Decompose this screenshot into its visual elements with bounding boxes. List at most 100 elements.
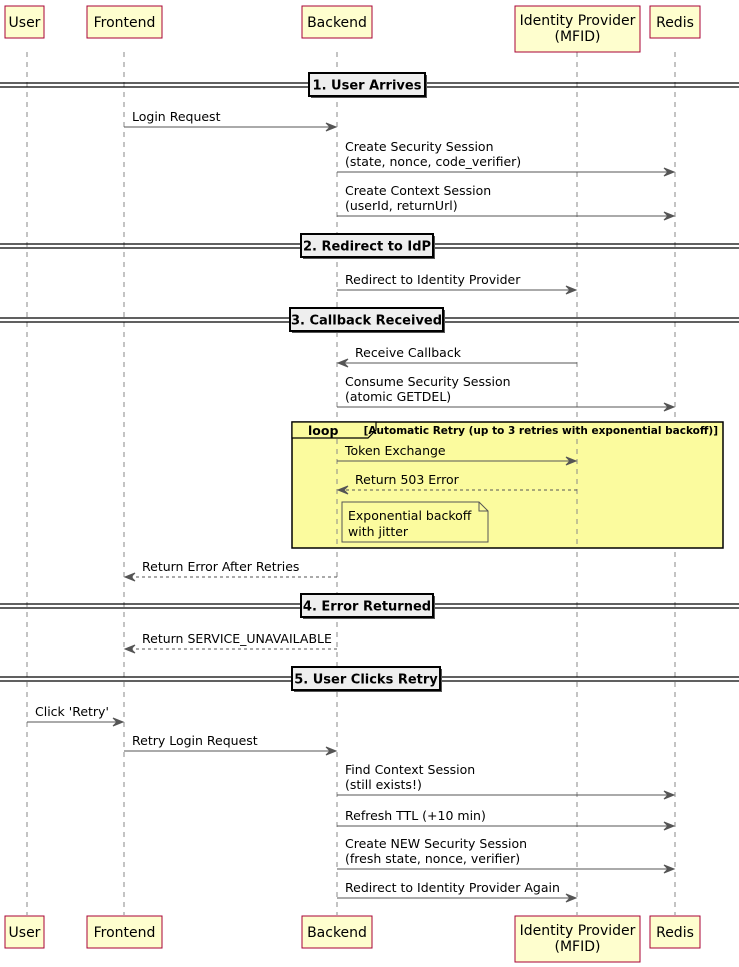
message-1: Login Request <box>124 109 338 132</box>
arrow-head-icon <box>565 285 578 295</box>
loop-keyword: loop <box>308 423 338 438</box>
participant-box <box>649 5 701 39</box>
participant-box <box>4 5 45 39</box>
divider-box <box>308 72 426 97</box>
message-label: (atomic GETDEL) <box>345 389 451 404</box>
section-divider-3: 3. Callback Received <box>0 307 739 333</box>
message-13: Find Context Session(still exists!) <box>337 762 676 800</box>
message-label: Login Request <box>132 109 221 124</box>
arrow-head-icon <box>336 358 349 368</box>
lifelines-over-loop <box>336 439 578 547</box>
participant-label: (MFID) <box>555 29 601 45</box>
participant-label: User <box>9 15 41 31</box>
participant-box <box>301 915 373 949</box>
participant-redis-bottom: Redis <box>649 915 701 949</box>
participant-user-top: User <box>4 5 45 39</box>
message-11: Click 'Retry' <box>27 704 125 727</box>
arrow-head-icon <box>663 864 676 874</box>
message-label: Create NEW Security Session <box>345 836 527 851</box>
participant-label: Redis <box>656 15 694 31</box>
participant-redis-top: Redis <box>649 5 701 39</box>
message-2: Create Security Session(state, nonce, co… <box>337 139 676 177</box>
participant-box <box>514 915 641 963</box>
message-4: Redirect to Identity Provider <box>337 272 578 295</box>
message-label: Token Exchange <box>344 443 446 458</box>
note-fold <box>478 502 488 512</box>
note-box <box>341 501 489 543</box>
arrow-head-icon <box>123 644 136 654</box>
message-label: Create Context Session <box>345 183 491 198</box>
loop-condition: [Automatic Retry (up to 3 retries with e… <box>364 425 718 437</box>
message-label: Redirect to Identity Provider <box>345 272 521 287</box>
arrow-head-icon <box>663 790 676 800</box>
message-label: Receive Callback <box>355 345 462 360</box>
message-9: Return Error After Retries <box>123 559 337 582</box>
participant-label: User <box>9 925 41 941</box>
message-label: (fresh state, nonce, verifier) <box>345 851 520 866</box>
participant-box <box>649 915 701 949</box>
participant-box <box>514 5 641 53</box>
divider-box <box>300 233 434 258</box>
message-label: Find Context Session <box>345 762 475 777</box>
participant-box <box>86 915 163 949</box>
message-label: Click 'Retry' <box>35 704 109 719</box>
message-7: Token Exchange <box>337 443 578 466</box>
participant-box <box>4 915 45 949</box>
message-14: Refresh TTL (+10 min) <box>337 808 676 831</box>
participant-idp-bottom: Identity Provider(MFID) <box>514 915 641 963</box>
participant-user-bottom: User <box>4 915 45 949</box>
note: Exponential backoff with jitter <box>341 501 489 543</box>
participant-idp-top: Identity Provider(MFID) <box>514 5 641 53</box>
message-label: Redirect to Identity Provider Again <box>345 880 560 895</box>
participant-label: Backend <box>307 925 367 941</box>
section-divider-5: 5. User Clicks Retry <box>0 666 739 692</box>
arrow-head-icon <box>325 122 338 132</box>
participant-frontend-top: Frontend <box>86 5 163 39</box>
message-label: (state, nonce, code_verifier) <box>345 154 521 169</box>
dividers: 1. User Arrives 2. Redirect to IdP 3. Call… <box>0 72 739 692</box>
arrow-head-icon <box>565 456 578 466</box>
divider-box <box>291 666 441 691</box>
divider-label: 5. User Clicks Retry <box>294 673 438 688</box>
divider-box <box>289 307 444 332</box>
divider-label: 4. Error Returned <box>303 600 431 615</box>
arrow-head-icon <box>112 717 125 727</box>
message-12: Retry Login Request <box>124 733 338 756</box>
arrow-head-icon <box>336 485 349 495</box>
divider-label: 3. Callback Received <box>291 314 442 329</box>
message-8: Return 503 Error <box>336 472 577 495</box>
participant-backend-top: Backend <box>301 5 373 39</box>
arrow-head-icon <box>565 893 578 903</box>
participant-label: Redis <box>656 925 694 941</box>
section-divider-4: 4. Error Returned <box>0 593 739 619</box>
message-label: Return Error After Retries <box>142 559 299 574</box>
participant-box <box>86 5 163 39</box>
participant-label: Identity Provider <box>520 13 636 29</box>
participant-label: Identity Provider <box>520 923 636 939</box>
message-label: (still exists!) <box>345 777 422 792</box>
arrow-head-icon <box>663 167 676 177</box>
participant-label: Frontend <box>94 15 156 31</box>
participant-label: (MFID) <box>555 939 601 955</box>
participant-frontend-bottom: Frontend <box>86 915 163 949</box>
message-6: Consume Security Session(atomic GETDEL) <box>337 374 676 412</box>
arrow-head-icon <box>123 572 136 582</box>
message-16: Redirect to Identity Provider Again <box>337 880 578 903</box>
section-divider-1: 1. User Arrives <box>0 72 739 98</box>
participant-label: Frontend <box>94 925 156 941</box>
loop-tab <box>291 421 377 439</box>
message-5: Receive Callback <box>336 345 577 368</box>
arrow-head-icon <box>663 821 676 831</box>
message-label: Return 503 Error <box>355 472 460 487</box>
message-label: Create Security Session <box>345 139 494 154</box>
participants: UserUserFrontendFrontendBackendBackendId… <box>4 5 701 963</box>
divider-label: 2. Redirect to IdP <box>303 240 431 255</box>
section-divider-2: 2. Redirect to IdP <box>0 233 739 259</box>
message-label: Consume Security Session <box>345 374 511 389</box>
message-label: (userId, returnUrl) <box>345 198 458 213</box>
arrow-head-icon <box>663 402 676 412</box>
message-15: Create NEW Security Session(fresh state,… <box>337 836 676 874</box>
message-10: Return SERVICE_UNAVAILABLE <box>123 631 337 654</box>
